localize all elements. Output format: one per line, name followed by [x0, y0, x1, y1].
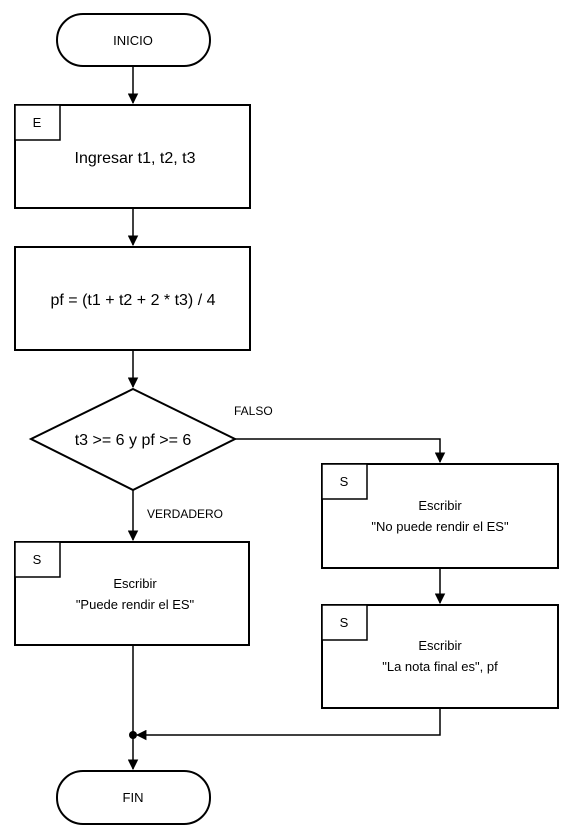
output-false-2-box: S Escribir "La nota final es", pf — [321, 604, 559, 709]
false-branch-label: FALSO — [234, 404, 273, 418]
output-false-2-line2: "La nota final es", pf — [382, 659, 498, 674]
start-terminal: INICIO — [56, 13, 211, 67]
output-true-line1: Escribir — [113, 576, 157, 591]
output-true-tag: S — [33, 552, 42, 567]
decision-diamond: t3 >= 6 y pf >= 6 — [28, 387, 238, 492]
connector-decision-false-branch — [235, 438, 446, 464]
decision-text: t3 >= 6 y pf >= 6 — [75, 432, 192, 449]
output-false-1-tag: S — [340, 474, 349, 489]
output-true-line2: "Puede rendir el ES" — [76, 597, 195, 612]
input-box: E Ingresar t1, t2, t3 — [14, 104, 251, 209]
merge-point — [129, 731, 137, 739]
true-branch-label: VERDADERO — [147, 507, 223, 521]
start-label: INICIO — [113, 33, 153, 48]
output-false-2-line1: Escribir — [418, 638, 462, 653]
process-text: pf = (t1 + t2 + 2 * t3) / 4 — [51, 292, 216, 309]
output-false-2-tag: S — [340, 615, 349, 630]
output-false-1-line1: Escribir — [418, 498, 462, 513]
output-false-1-line2: "No puede rendir el ES" — [371, 519, 509, 534]
input-text: Ingresar t1, t2, t3 — [75, 150, 196, 167]
output-false-1-box: S Escribir "No puede rendir el ES" — [321, 463, 559, 569]
connectors — [127, 66, 446, 771]
process-box: pf = (t1 + t2 + 2 * t3) / 4 — [14, 246, 251, 351]
end-label: FIN — [123, 790, 144, 805]
output-true-box: S Escribir "Puede rendir el ES" — [14, 541, 250, 646]
end-terminal: FIN — [56, 770, 211, 825]
input-tag: E — [33, 115, 42, 130]
connector-false2-to-merge — [135, 708, 441, 741]
